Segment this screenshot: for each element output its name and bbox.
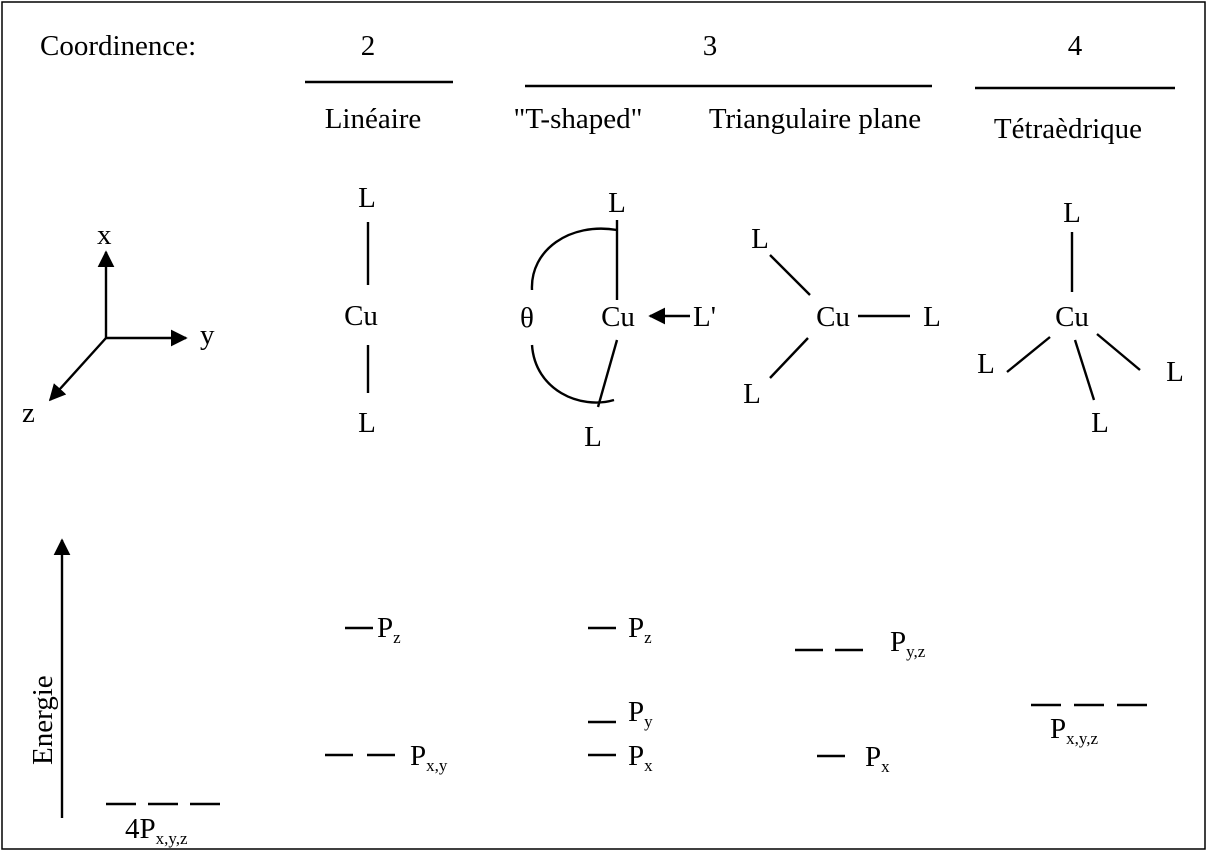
levels-lineaire: Pz Px,y [325, 612, 448, 775]
level-label-pxyz: Px,y,z [1050, 713, 1099, 748]
levels-t-shaped: Pz Py Px [588, 612, 653, 775]
bond-lower-left [769, 337, 809, 379]
metal-cu: Cu [816, 301, 850, 333]
axis-triad: x y z [22, 219, 215, 429]
bond-right [1096, 333, 1141, 371]
geometry-triangulaire-plane: Triangulaire plane [709, 103, 921, 135]
level-label-pxy: Px,y [410, 740, 448, 775]
ligand-top: L [358, 182, 376, 214]
ligand-upper-left: L [751, 223, 769, 255]
ligand-prime: L' [693, 301, 716, 333]
level-label-py: Py [628, 696, 653, 731]
ligand-left: L [977, 348, 995, 380]
levels-tetraedrique: Px,y,z [1031, 703, 1147, 748]
structure-triangulaire: L Cu L L [743, 223, 941, 410]
ligand-bottom: L [1091, 407, 1109, 439]
structure-lineaire: L Cu L [344, 182, 378, 439]
coordination-number-2: 2 [361, 30, 376, 62]
level-label-pyz: Py,z [890, 626, 926, 661]
metal-cu: Cu [601, 301, 635, 333]
z-axis-label: z [22, 397, 35, 429]
level-label-px: Px [865, 741, 890, 776]
structure-tetraedrique: L Cu L L L [977, 197, 1184, 439]
ligand-right: L [923, 301, 941, 333]
ligand-bottom: L [358, 407, 376, 439]
metal-cu: Cu [1055, 301, 1089, 333]
geometry-tetraedrique: Tétraèdrique [994, 113, 1142, 145]
free-ion-level: 4Px,y,z [106, 802, 220, 848]
bond-upper-left [769, 254, 811, 296]
level-label: 4Px,y,z [125, 813, 188, 848]
level-label-pz: Pz [377, 612, 401, 647]
level-label-pz: Pz [628, 612, 652, 647]
ligand-top: L [608, 187, 626, 219]
geometry-lineaire: Linéaire [325, 103, 422, 135]
coordination-number-4: 4 [1068, 30, 1083, 62]
level-label-px: Px [628, 740, 653, 775]
ligand-top: L [1063, 197, 1081, 229]
x-axis-label: x [97, 219, 112, 251]
ligand-lower-left: L [743, 378, 761, 410]
structure-t-shaped: L Cu L' L θ [520, 187, 716, 453]
angle-arc [530, 227, 618, 404]
y-axis-label: y [200, 319, 215, 351]
metal-cu: Cu [344, 300, 378, 332]
geometry-t-shaped: "T-shaped" [514, 103, 643, 135]
energy-label: Energie [27, 675, 59, 765]
ligand-bottom: L [584, 421, 602, 453]
ligand-right: L [1166, 356, 1184, 388]
coordination-number-3: 3 [703, 30, 718, 62]
z-axis-arrow [48, 337, 107, 402]
levels-triangulaire: Py,z Px [795, 626, 926, 776]
bond-left [1006, 336, 1051, 373]
bond-bottom [596, 339, 619, 408]
energy-axis: Energie [27, 538, 71, 818]
coordinence-label: Coordinence: [40, 30, 196, 62]
angle-theta: θ [520, 302, 534, 334]
bond-bottom [1073, 339, 1096, 401]
